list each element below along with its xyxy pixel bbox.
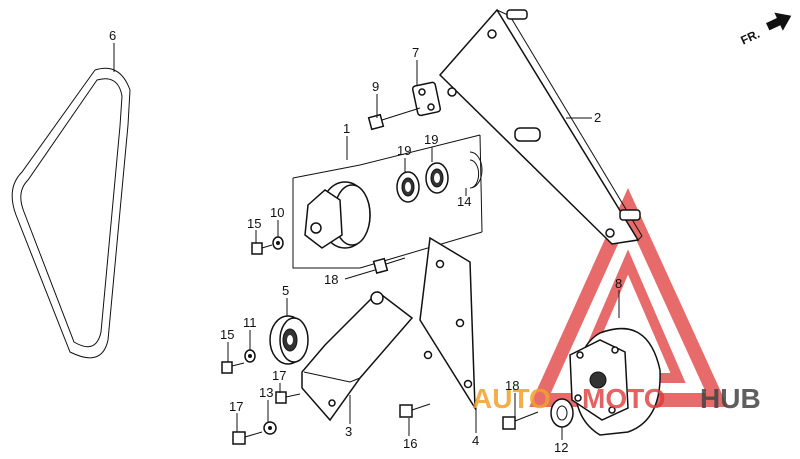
callout-15-upper: 15	[247, 216, 261, 231]
small-pulley	[269, 315, 309, 365]
callout-9: 9	[372, 79, 379, 94]
washer-11	[244, 349, 256, 363]
small-plate	[411, 81, 442, 117]
front-label: FR.	[738, 27, 761, 48]
bolt-17-lower	[232, 431, 263, 445]
upper-washer-10	[272, 236, 284, 250]
idler-pulley-assembly	[292, 134, 483, 269]
callout-7: 7	[412, 45, 419, 60]
leader-lines	[113, 43, 620, 440]
callout-12: 12	[554, 440, 568, 455]
callout-6: 6	[109, 28, 116, 43]
bracket-plate	[419, 236, 476, 411]
main-bracket	[438, 8, 643, 245]
callout-17-lower: 17	[229, 399, 243, 414]
tensioner-arm	[301, 291, 414, 422]
callout-15-lower: 15	[220, 327, 234, 342]
watermark-auto: AUTO	[472, 383, 551, 414]
watermark-hub: HUB	[700, 383, 761, 414]
callout-1: 1	[343, 121, 350, 136]
watermark-moto: MOTO	[582, 383, 665, 414]
front-arrow-icon	[766, 12, 792, 31]
lower-bolt-18	[502, 411, 539, 430]
drive-hub	[569, 327, 661, 436]
v-belt	[11, 67, 131, 359]
watermark-text: AUTO MOTO HUB	[472, 383, 761, 414]
callout-19-left: 19	[397, 143, 411, 158]
callout-11: 11	[243, 315, 257, 330]
callout-2: 2	[594, 110, 601, 125]
callout-16: 16	[403, 436, 417, 451]
front-direction-indicator: FR.	[738, 12, 792, 48]
upper-bolt-18	[372, 257, 406, 275]
callout-18-lower: 18	[505, 378, 519, 393]
callout-19-right: 19	[424, 132, 438, 147]
callout-17-upper: 17	[272, 368, 286, 383]
bolt-16	[399, 403, 431, 418]
callout-5: 5	[282, 283, 289, 298]
bearing-1	[396, 171, 420, 203]
washer-13	[263, 421, 277, 435]
lower-bolt-15	[221, 361, 245, 374]
upper-bolt-15	[251, 242, 273, 255]
callout-labels: 6 1 2 7 9 19 19 14 10 15 18 5 11 15 17 1…	[109, 28, 622, 455]
bearing-2	[425, 162, 449, 194]
callout-14: 14	[457, 194, 471, 209]
snap-ring	[469, 151, 483, 189]
callout-18-upper: 18	[324, 272, 338, 287]
callout-13: 13	[259, 385, 273, 400]
washer-12	[550, 398, 574, 428]
callout-3: 3	[345, 424, 352, 439]
callout-4: 4	[472, 433, 479, 448]
callout-8: 8	[615, 276, 622, 291]
long-bolt	[367, 107, 421, 131]
bolt-17-upper	[275, 391, 301, 404]
callout-10: 10	[270, 205, 284, 220]
